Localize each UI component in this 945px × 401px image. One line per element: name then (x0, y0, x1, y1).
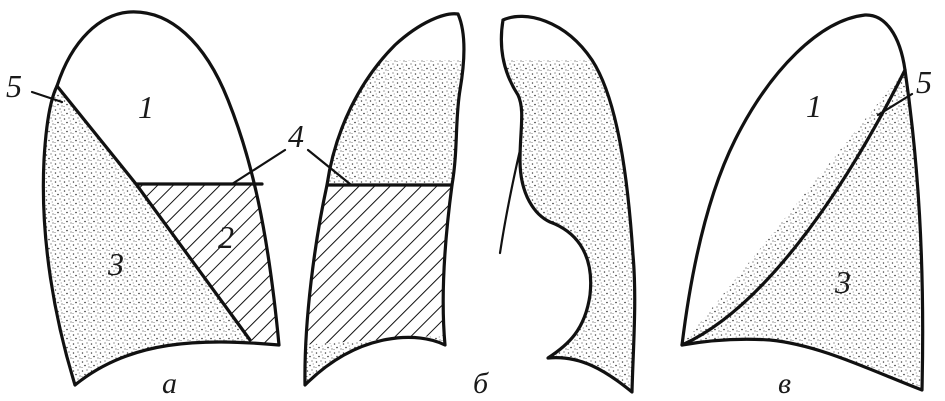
panel-b-lungs (232, 14, 645, 400)
upper-stippled-area (300, 60, 470, 185)
callout-4-leader-a (232, 150, 285, 184)
label-5-right: 5 (916, 64, 932, 100)
label-1-left: 1 (138, 89, 154, 125)
panel-label-b: б (473, 367, 489, 400)
panel-v-lung (660, 15, 945, 401)
label-3-left: 3 (107, 246, 124, 282)
label-5-left: 5 (6, 68, 22, 104)
panel-label-a: а (162, 367, 177, 400)
label-2-left: 2 (218, 219, 234, 255)
label-3-right: 3 (834, 264, 851, 300)
label-4: 4 (288, 118, 304, 154)
panel-a-lung (20, 12, 300, 401)
right-stippled-area (495, 60, 645, 400)
panel-label-v: в (778, 367, 791, 400)
hilum-line (500, 150, 520, 253)
label-1-right: 1 (806, 88, 822, 124)
